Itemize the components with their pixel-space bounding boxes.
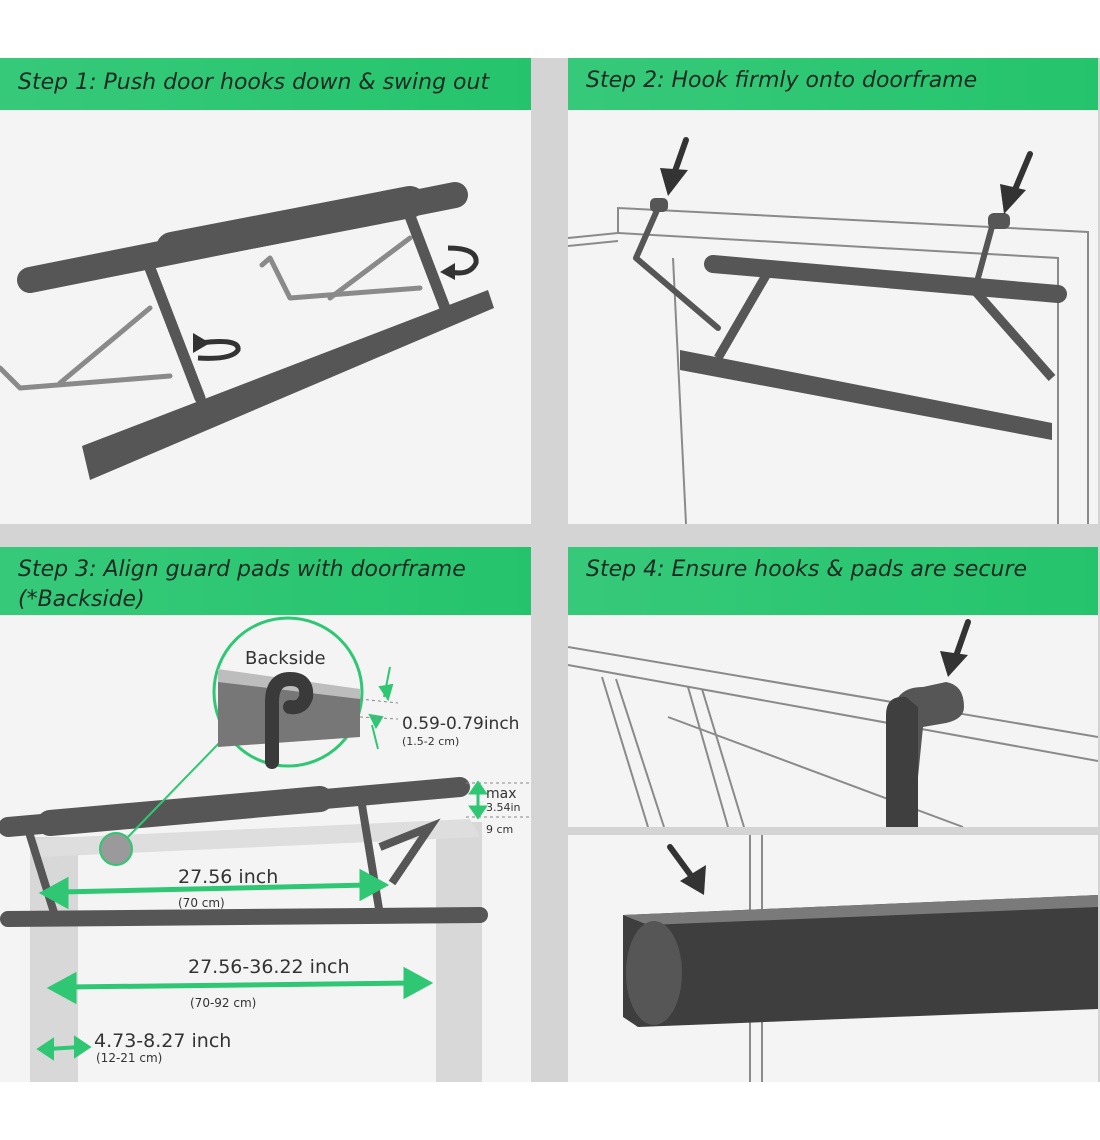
step-2-banner: Step 2: Hook firmly onto doorframe	[568, 58, 1098, 110]
arrow-down-icon	[952, 619, 971, 662]
step-2-illustration	[568, 137, 1089, 524]
arrow-head-2	[680, 865, 706, 895]
step-3-illustration: Backside 0.59-0.79inch (1.5-2 cm) max 3.…	[0, 616, 530, 1082]
step-4-banner: Step 4: Ensure hooks & pads are secure	[568, 547, 1098, 615]
door-width-metric: (70-92 cm)	[190, 996, 256, 1010]
step-3-title: Step 3: Align guard pads with doorframe	[18, 557, 466, 582]
frame-width-arrow	[36, 1035, 92, 1061]
step-1-panel: Step 1: Push door hooks down & swing out	[0, 58, 531, 524]
doorframe-detail	[568, 646, 1098, 828]
pad-gap-value: 0.59-0.79inch	[402, 714, 519, 734]
step-3-banner: Step 3: Align guard pads with doorframe …	[0, 547, 531, 615]
step-1-banner: Step 1: Push door hooks down & swing out	[0, 58, 531, 110]
step-4-title: Step 4: Ensure hooks & pads are secure	[586, 557, 1028, 582]
arrow-down-icon-2	[667, 844, 695, 880]
guard-pad-top	[623, 895, 1098, 925]
rotate-arrow-icon	[197, 245, 479, 361]
step-3-panel: Step 3: Align guard pads with doorframe …	[0, 547, 531, 1082]
guard-pad	[623, 895, 1098, 1027]
bar-width-arrow	[38, 868, 390, 910]
step-1-title: Step 1: Push door hooks down & swing out	[18, 70, 490, 95]
hook-pad-left	[650, 198, 668, 212]
bar-width-metric: (70 cm)	[178, 896, 225, 910]
doorframe-right-post	[436, 822, 482, 1082]
top-bar	[17, 182, 468, 293]
step-2-panel: Step 2: Hook firmly onto doorframe	[568, 58, 1098, 524]
arrow-head-right	[1000, 184, 1026, 214]
bottom-bar	[680, 350, 1052, 440]
panel-divider	[568, 827, 1098, 835]
rotate-arrow-head-1	[193, 333, 210, 353]
callout-circle	[212, 616, 364, 769]
callout-target	[99, 832, 133, 866]
pad-gap-metric: (1.5-2 cm)	[402, 735, 459, 748]
bar-width-value: 27.56 inch	[178, 866, 278, 888]
door-width-arrow	[46, 966, 434, 1005]
max-height-value: 3.54in	[486, 801, 521, 814]
callout-leader	[127, 736, 226, 838]
door-width-value: 27.56-36.22 inch	[188, 956, 350, 978]
bottom-bar	[82, 290, 494, 480]
arrow-down-icon	[671, 137, 1033, 195]
guard-pad-end	[626, 921, 682, 1025]
frame-supports	[714, 269, 1056, 381]
step-1-illustration	[0, 182, 494, 480]
max-height-arrow	[468, 780, 488, 820]
step-3-subtitle: (*Backside)	[18, 587, 145, 612]
frame-width-metric: (12-21 cm)	[96, 1051, 162, 1065]
frame-supports	[24, 792, 441, 921]
rotate-arrow-head-2	[440, 263, 455, 280]
arrow-head-left	[660, 168, 688, 196]
rear-hook-arms	[0, 235, 423, 391]
max-height-label: max	[486, 786, 517, 802]
pad-gap-dimension	[368, 666, 394, 750]
arrow-head	[940, 651, 968, 677]
step-2-title: Step 2: Hook firmly onto doorframe	[586, 68, 978, 93]
max-height-metric: 9 cm	[486, 823, 513, 836]
step-4-illustration	[568, 619, 1098, 1082]
frame-supports	[142, 197, 451, 404]
callout-label: Backside	[245, 648, 326, 669]
pullup-bars	[0, 777, 488, 927]
top-bar	[704, 255, 1067, 303]
step-4-panel: Step 4: Ensure hooks & pads are secure	[568, 547, 1098, 1082]
doorframe	[568, 206, 1089, 524]
frame-width-value: 4.73-8.27 inch	[94, 1030, 231, 1052]
hook-pad-right	[988, 213, 1010, 229]
